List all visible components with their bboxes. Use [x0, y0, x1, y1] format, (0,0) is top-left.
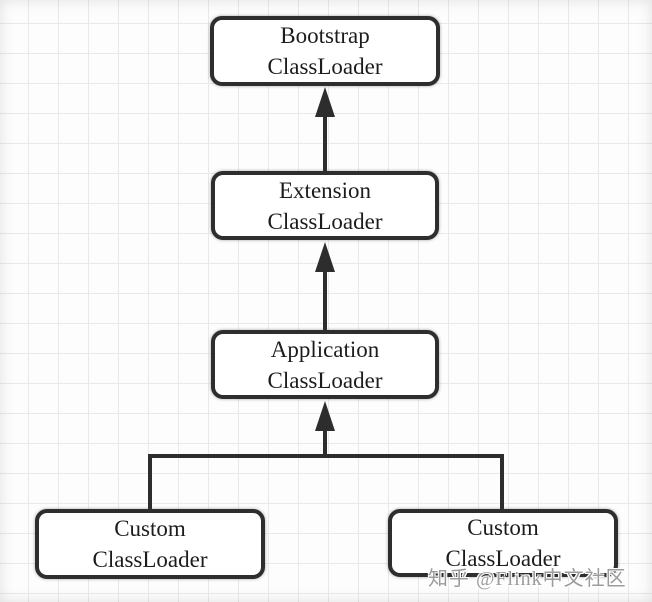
arrow-line-connector-to-application: [323, 413, 327, 456]
node-label-line: ClassLoader: [267, 367, 383, 393]
node-label-line: ClassLoader: [267, 208, 383, 234]
node-custom-classloader-right: Custom ClassLoader: [388, 509, 618, 577]
arrowhead-up-icon: [315, 87, 335, 117]
node-extension-classloader: Extension ClassLoader: [211, 171, 439, 240]
node-label-line: ClassLoader: [92, 547, 208, 572]
node-label-line: Custom: [114, 516, 186, 541]
arrow-line-extension-to-bootstrap: [323, 100, 327, 171]
node-label-line: ClassLoader: [267, 54, 383, 79]
node-custom-classloader-left: Custom ClassLoader: [35, 509, 265, 579]
connector-vertical-right: [500, 454, 504, 511]
connector-vertical-left: [148, 454, 152, 511]
arrowhead-up-icon: [315, 401, 335, 431]
node-label-line: Custom: [467, 515, 539, 540]
node-label-line: Application: [270, 336, 380, 362]
arrow-line-application-to-extension: [323, 255, 327, 330]
connector-horizontal: [148, 454, 504, 458]
node-label-line: ClassLoader: [445, 546, 561, 571]
node-application-classloader: Application ClassLoader: [211, 330, 439, 399]
arrowhead-up-icon: [315, 242, 335, 272]
node-bootstrap-classloader: Bootstrap ClassLoader: [210, 16, 440, 86]
node-label-line: Bootstrap: [280, 23, 370, 48]
watermark: 知乎 @Flink中文社区: [428, 568, 627, 590]
node-label-line: Extension: [279, 177, 371, 203]
